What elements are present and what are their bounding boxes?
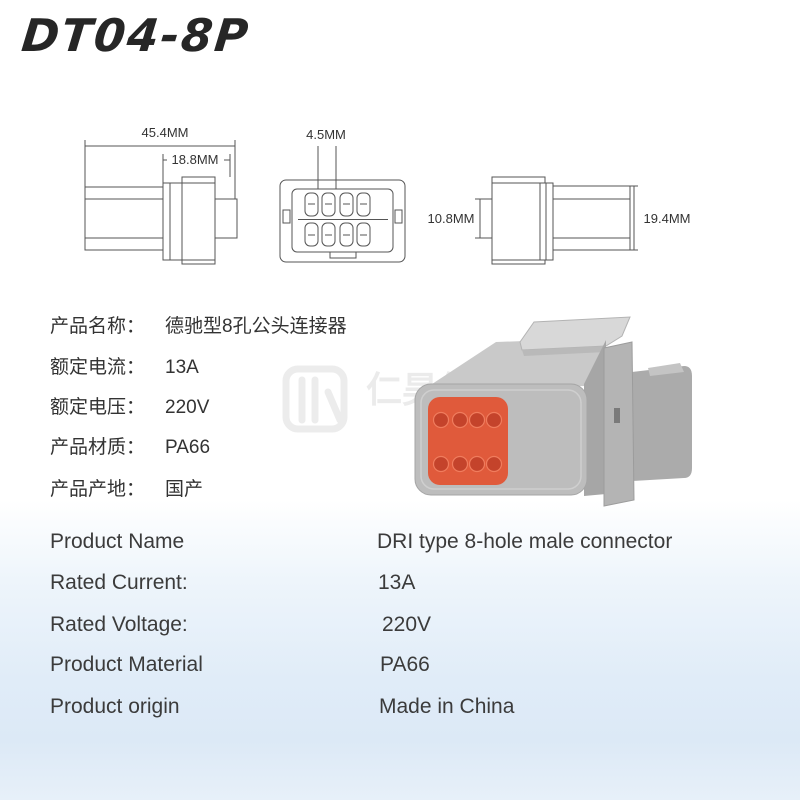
spec-label: Rated Voltage: <box>50 613 188 636</box>
dimension-label: 19.4MM <box>644 211 691 226</box>
spec-row-en: Rated Current: 13A <box>0 570 800 596</box>
spec-label: 额定电压： <box>50 397 146 418</box>
spec-row-cn: 产品材质： PA66 <box>0 436 800 462</box>
technical-drawings: 45.4MM 18.8MM 4.5MM <box>84 125 691 265</box>
spec-label: Product origin <box>50 695 180 718</box>
spec-row-cn: 产品名称： 德驰型8孔公头连接器 <box>0 315 800 341</box>
spec-value: 德驰型8孔公头连接器 <box>165 316 347 337</box>
dimension-label: 45.4MM <box>142 125 189 140</box>
spec-label: Product Material <box>50 653 203 676</box>
watermark-logo <box>282 365 348 433</box>
page-title: DT04-8P <box>19 9 253 62</box>
spec-row-cn: 额定电流： 13A <box>0 356 800 382</box>
spec-value: Made in China <box>379 695 515 718</box>
spec-row-en: Product Name DRI type 8-hole male connec… <box>0 529 800 555</box>
spec-value: 220V <box>165 397 210 418</box>
connector-photo <box>414 316 692 507</box>
rear-view-drawing <box>475 176 638 265</box>
spec-value: 13A <box>378 571 416 594</box>
spec-label: Rated Current: <box>50 571 188 594</box>
spec-label: Product Name <box>50 530 185 553</box>
spec-value: DRI type 8-hole male connector <box>377 530 673 553</box>
spec-row-en: Product origin Made in China <box>0 694 800 720</box>
dimension-label: 18.8MM <box>172 152 219 167</box>
spec-value: PA66 <box>165 437 211 458</box>
spec-label: 额定电流： <box>50 357 146 378</box>
spec-row-en: Rated Voltage: 220V <box>0 612 800 638</box>
dimension-label: 10.8MM <box>428 211 475 226</box>
spec-label: 产品产地： <box>50 479 146 500</box>
spec-value: 220V <box>382 613 432 636</box>
side-view-drawing <box>84 140 238 265</box>
spec-value: PA66 <box>380 653 430 676</box>
spec-label: 产品材质： <box>50 437 146 458</box>
spec-row-cn: 产品产地： 国产 <box>0 478 800 504</box>
spec-row-en: Product Material PA66 <box>0 652 800 678</box>
product-photo-area: 仁昊伟业 <box>282 316 692 507</box>
spec-row-cn: 额定电压： 220V <box>0 396 800 422</box>
dimension-label: 4.5MM <box>306 127 346 142</box>
front-view-drawing <box>279 146 406 263</box>
spec-value: 国产 <box>165 479 204 500</box>
spec-value: 13A <box>165 357 199 378</box>
spec-label: 产品名称： <box>50 316 146 337</box>
contact-holes <box>432 411 503 473</box>
